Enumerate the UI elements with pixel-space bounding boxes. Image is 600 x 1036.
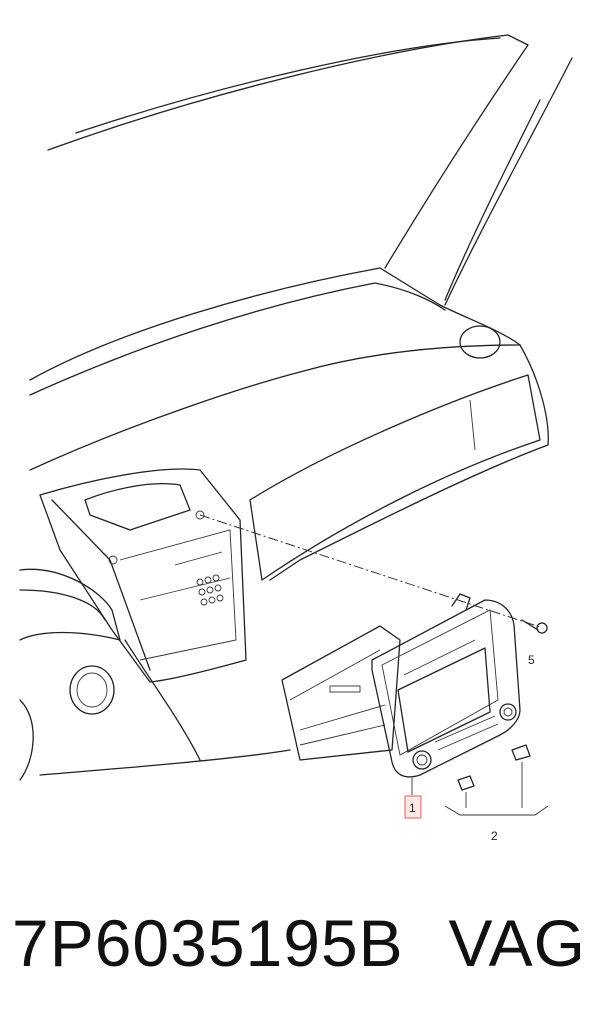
part-number: 7P6035195B bbox=[12, 906, 404, 980]
callout-1-highlight bbox=[404, 795, 422, 819]
callout-5: 5 bbox=[528, 653, 535, 667]
button-caps: 2 bbox=[444, 744, 549, 843]
caption-bar: 7P6035195B VAG bbox=[0, 905, 600, 995]
callout-2: 2 bbox=[491, 829, 498, 843]
callout-1: 1 bbox=[409, 801, 416, 815]
mounting-leader-line bbox=[199, 514, 541, 628]
callout-1-group: 1 bbox=[404, 778, 422, 819]
vent-grille-holes bbox=[196, 574, 224, 606]
brand-label: VAG bbox=[448, 906, 586, 980]
screw: 5 bbox=[521, 619, 548, 667]
windshield-outline bbox=[47, 34, 573, 306]
parts-diagram: 5 2 1 bbox=[19, 34, 573, 843]
radio-bay bbox=[39, 468, 247, 683]
radio-head-unit bbox=[281, 593, 521, 778]
dashboard-outline bbox=[19, 267, 549, 781]
